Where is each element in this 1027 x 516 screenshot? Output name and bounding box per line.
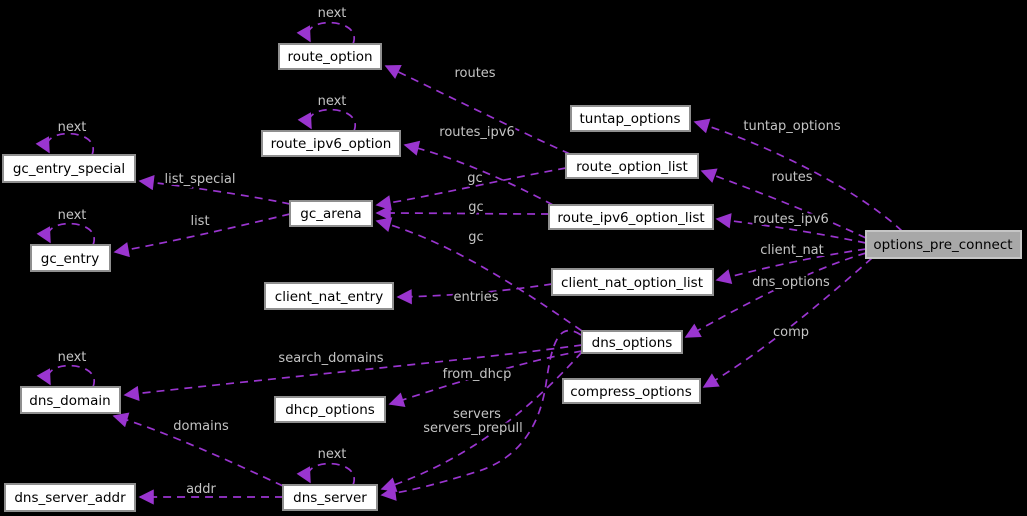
edge-gc-arena-list xyxy=(113,213,291,258)
node-label: dns_server_addr xyxy=(14,490,126,506)
node-label: client_nat_entry xyxy=(275,289,383,305)
edge-dns-domain-next xyxy=(36,364,96,388)
edge-label: next xyxy=(318,94,347,109)
edge-dns-server-domains xyxy=(112,412,284,487)
edge-gc-arena-list-special xyxy=(138,175,291,205)
node-label: route_ipv6_option_list xyxy=(557,210,704,226)
node-dns-server[interactable]: dns_server xyxy=(282,484,378,511)
edge-opc-dns-options xyxy=(684,252,867,338)
edge-label: next xyxy=(58,208,87,223)
node-route-option-list[interactable]: route_option_list xyxy=(565,153,699,179)
edge-client-nat-option-list-entries xyxy=(396,283,553,305)
node-group: route_option route_ipv6_option tuntap_op… xyxy=(2,43,1022,512)
node-dns-domain[interactable]: dns_domain xyxy=(20,386,121,414)
edge-opc-client-nat xyxy=(715,248,867,285)
edge-label: next xyxy=(318,447,347,462)
node-route-ipv6-option-list[interactable]: route_ipv6_option_list xyxy=(548,204,714,230)
node-label: route_option xyxy=(287,49,372,65)
edge-opc-routes-ipv6 xyxy=(715,213,867,244)
edge-label: addr xyxy=(186,482,216,497)
node-label: dns_domain xyxy=(29,393,110,409)
edge-label: list_special xyxy=(165,172,236,187)
edge-route-option-list-routes xyxy=(384,65,571,155)
edge-label: servers_prepull xyxy=(423,421,522,436)
edge-route-option-list-gc xyxy=(375,167,567,211)
edge-label: gc xyxy=(468,200,483,215)
edge-route-ipv6-option-list-routes-ipv6 xyxy=(403,140,554,206)
node-label: compress_options xyxy=(570,384,692,400)
node-label: route_option_list xyxy=(576,159,688,175)
edge-label: next xyxy=(58,350,87,365)
node-label: tuntap_options xyxy=(579,111,680,127)
edge-route-ipv6-option-list-gc xyxy=(375,205,550,221)
edge-label: comp xyxy=(773,325,809,340)
node-label: dns_server xyxy=(293,490,367,506)
edge-label: from_dhcp xyxy=(443,367,512,382)
node-client-nat-option-list[interactable]: client_nat_option_list xyxy=(551,268,714,296)
edge-dns-options-from-dhcp xyxy=(388,350,583,408)
edge-gc-entry-special-next xyxy=(35,132,95,156)
edge-label: list xyxy=(190,214,209,229)
edge-label: routes_ipv6 xyxy=(439,125,514,140)
node-compress-options[interactable]: compress_options xyxy=(562,378,701,404)
node-client-nat-entry[interactable]: client_nat_entry xyxy=(264,282,394,310)
node-route-ipv6-option[interactable]: route_ipv6_option xyxy=(261,130,401,157)
node-options-pre-connect[interactable]: options_pre_connect xyxy=(865,230,1022,259)
node-label: options_pre_connect xyxy=(873,237,1012,253)
edge-dns-options-search-domains xyxy=(123,344,583,402)
edge-label: tuntap_options xyxy=(743,119,840,134)
node-label: route_ipv6_option xyxy=(271,136,392,152)
node-label: client_nat_option_list xyxy=(561,275,703,291)
edge-label: next xyxy=(58,120,87,135)
edge-dns-options-gc xyxy=(375,217,583,332)
node-tuntap-options[interactable]: tuntap_options xyxy=(570,105,691,132)
edge-label: gc xyxy=(468,230,483,245)
node-label: gc_entry xyxy=(41,251,99,267)
edge-label: routes_ipv6 xyxy=(753,212,828,227)
node-dhcp-options[interactable]: dhcp_options xyxy=(274,396,386,423)
edge-label: routes xyxy=(454,66,495,81)
edge-label: domains xyxy=(173,419,229,434)
edge-dns-server-next xyxy=(296,462,356,486)
edge-dns-options-servers-prepull xyxy=(380,329,582,501)
node-label: dhcp_options xyxy=(285,402,375,418)
node-dns-server-addr[interactable]: dns_server_addr xyxy=(4,483,136,512)
edge-label: servers xyxy=(453,407,501,422)
edge-label: gc xyxy=(467,171,482,186)
node-label: dns_options xyxy=(592,335,673,351)
node-dns-options[interactable]: dns_options xyxy=(581,330,683,354)
node-gc-entry-special[interactable]: gc_entry_special xyxy=(2,154,136,183)
edge-label: routes xyxy=(771,170,812,185)
edge-label: next xyxy=(318,6,347,21)
node-route-option[interactable]: route_option xyxy=(278,43,382,70)
node-label: gc_arena xyxy=(300,206,361,222)
edge-opc-routes xyxy=(700,168,867,239)
edge-route-option-next xyxy=(296,21,356,45)
node-gc-arena[interactable]: gc_arena xyxy=(289,200,373,227)
edge-label: search_domains xyxy=(278,351,383,366)
edge-label: client_nat xyxy=(760,243,824,258)
edge-label: dns_options xyxy=(752,275,830,290)
node-label: gc_entry_special xyxy=(13,161,125,177)
node-gc-entry[interactable]: gc_entry xyxy=(30,244,111,272)
edge-label: entries xyxy=(453,290,498,305)
edge-opc-comp xyxy=(702,257,873,388)
edge-route-ipv6-option-next xyxy=(297,108,357,132)
edge-opc-tuntap-options xyxy=(693,118,903,232)
edge-gc-entry-next xyxy=(36,222,96,246)
edge-label-group: next routes next routes_ipv6 tuntap_opti… xyxy=(56,4,843,499)
edge-group xyxy=(35,21,903,505)
